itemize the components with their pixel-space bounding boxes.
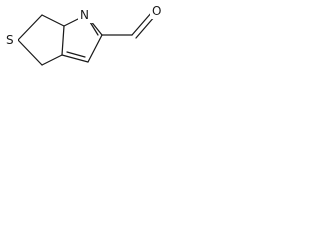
bond-c2-c3 <box>87 34 103 63</box>
nitrogen-label-bg <box>78 6 94 23</box>
bond-cho-o <box>131 11 153 36</box>
bond-c3-c3a-double <box>66 51 86 58</box>
sulfur-atom-label: S <box>6 33 14 47</box>
bond-c3-c3a <box>61 54 89 63</box>
nitrogen-atom-label: N <box>80 8 89 22</box>
oxygen-atom-label: O <box>152 4 161 18</box>
bond-s-ch2-top <box>17 14 43 41</box>
bond-c3a-n1-shared <box>61 25 65 56</box>
bond-ch2-top-n1 <box>41 14 65 27</box>
sulfur-label-bg <box>4 31 18 48</box>
structure-canvas: S N O <box>0 0 196 82</box>
bond-n2-c2-double <box>89 21 99 36</box>
pyrazolo-thiazole-aldehyde-structure: S N O <box>4 2 166 66</box>
bond-cho-o-double <box>135 15 156 39</box>
bond-ch2-bottom-c3a <box>41 54 63 66</box>
oxygen-label-bg <box>150 2 166 19</box>
bond-s-ch2-bottom <box>17 39 43 66</box>
